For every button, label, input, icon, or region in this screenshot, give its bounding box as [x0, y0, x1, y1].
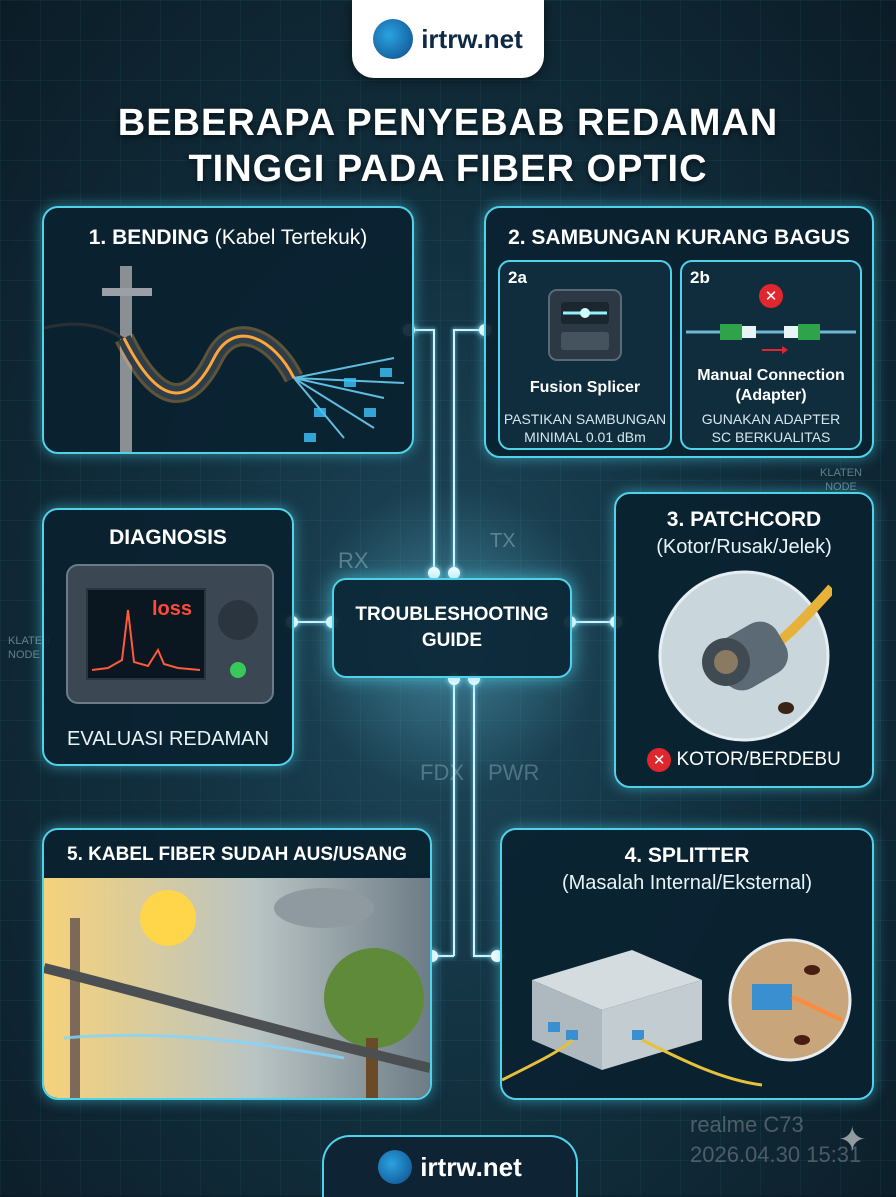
card-diagnosis: DIAGNOSIS loss EVALUASI REDAMAN [42, 508, 294, 766]
connector [453, 680, 455, 956]
subcard-name-line: Manual Connection [697, 367, 845, 384]
badge-2a: 2a [508, 268, 527, 287]
subcard-note-line: PASTIKAN SAMBUNGAN [503, 411, 667, 427]
brand-name: irtrw.net [421, 23, 523, 54]
card-desc: (Masalah Internal/Eksternal) [561, 872, 813, 894]
card-bending: 1. BENDING (Kabel Tertekuk) [42, 206, 414, 454]
card-title: 2. SAMBUNGAN KURANG BAGUS [508, 226, 850, 249]
card-desc: (Kotor/Rusak/Jelek) [656, 536, 832, 558]
error-x-icon: ✕ [647, 748, 672, 772]
connector [453, 329, 485, 331]
subcard-name: Fusion Splicer [529, 379, 641, 396]
card-title: DIAGNOSIS [109, 526, 227, 549]
troubleshooting-guide-hub: TROUBLESHOOTING GUIDE [332, 578, 572, 678]
subcard-note-line: SC BERKUALITAS [711, 429, 831, 445]
connector [410, 329, 434, 331]
hub-line-2: GUIDE [421, 630, 483, 651]
title-line-2: TINGGI PADA FIBER OPTIC [188, 148, 708, 190]
loss-label: loss [152, 598, 193, 620]
watermark-datetime: 2026.04.30 15:31 [690, 1142, 862, 1167]
connector [473, 955, 497, 957]
watermark-device: realme C73 [690, 1112, 804, 1137]
connector [292, 621, 332, 623]
status-text: KOTOR/BERDEBU [676, 749, 841, 770]
bg-label-fdx: FDX [420, 760, 464, 785]
connector [453, 329, 455, 573]
otdr-screen: loss [86, 588, 206, 680]
card-title: 3. PATCHCORD [666, 508, 822, 531]
status-row: ✕ KOTOR/BERDEBU [616, 748, 872, 772]
card-title: 1. BENDING (Kabel Tertekuk) [44, 226, 412, 250]
dirty-connector-illustration [658, 570, 832, 742]
card-patchcord: 3. PATCHCORD (Kotor/Rusak/Jelek) ✕ KOTOR… [614, 492, 874, 788]
power-button-icon [230, 662, 246, 678]
brand-name: irtrw.net [420, 1151, 522, 1182]
card-title: 5. KABEL FIBER SUDAH AUS/USANG [67, 844, 407, 865]
brand-logo-footer: irtrw.net [322, 1135, 578, 1197]
bg-label-tx: TX [490, 530, 516, 552]
subcard-manual-connection: 2b ✕ Manual Connection (Adapter) GUNAKAN… [680, 260, 862, 450]
splitter-illustration [502, 938, 852, 1087]
camera-watermark: realme C73 2026.04.30 15:31 [690, 1110, 861, 1170]
subcard-fusion-splicer: 2a Fusion Splicer PASTIKAN SAMBUNGAN MIN… [498, 260, 672, 450]
card-splitter: 4. SPLITTER (Masalah Internal/Eksternal) [500, 828, 874, 1100]
subcard-note-line: MINIMAL 0.01 dBm [524, 429, 646, 445]
connector-dot [448, 567, 460, 579]
fusion-splicer-icon [548, 289, 622, 361]
sparkle-icon: ✦ [838, 1120, 867, 1160]
wave-icon [378, 1150, 413, 1184]
subcard-note-line: GUNAKAN ADAPTER [701, 411, 841, 427]
card-number: 1. BENDING [88, 226, 209, 249]
connector [568, 621, 616, 623]
connector-dot [428, 567, 440, 579]
page-title: BEBERAPA PENYEBAB REDAMAN TINGGI PADA FI… [0, 100, 896, 192]
subcard-note: PASTIKAN SAMBUNGAN MINIMAL 0.01 dBm [500, 410, 670, 446]
subcard-name: Manual Connection (Adapter) [682, 366, 860, 406]
badge-2b: 2b [690, 268, 710, 287]
subcard-name-line: (Adapter) [735, 387, 807, 404]
card-desc: (Kabel Tertekuk) [214, 226, 368, 249]
brand-logo-top: irtrw.net [352, 0, 544, 78]
hub-line-1: TROUBLESHOOTING [355, 604, 549, 625]
weathered-cable-illustration [44, 878, 430, 1098]
loss-graph [91, 609, 201, 671]
wave-icon [373, 19, 414, 59]
subcard-note: GUNAKAN ADAPTER SC BERKUALITAS [682, 410, 860, 446]
bg-label-rx: RX [338, 548, 369, 573]
connector [473, 680, 475, 956]
connector [432, 955, 454, 957]
card-caption: EVALUASI REDAMAN [67, 728, 269, 750]
error-x-icon: ✕ [759, 284, 783, 308]
card-title: 4. SPLITTER [624, 844, 750, 867]
connector [433, 329, 435, 573]
bent-cable-illustration [44, 266, 405, 452]
bg-label-pwr: PWR [488, 760, 540, 785]
dpad-icon [218, 600, 258, 640]
card-kabel-usang: 5. KABEL FIBER SUDAH AUS/USANG [42, 828, 432, 1100]
otdr-device: loss [66, 564, 274, 704]
title-line-1: BEBERAPA PENYEBAB REDAMAN [117, 102, 779, 144]
card-sambungan: 2. SAMBUNGAN KURANG BAGUS 2a Fusion Spli… [484, 206, 874, 458]
sc-adapter-icon [686, 324, 856, 354]
